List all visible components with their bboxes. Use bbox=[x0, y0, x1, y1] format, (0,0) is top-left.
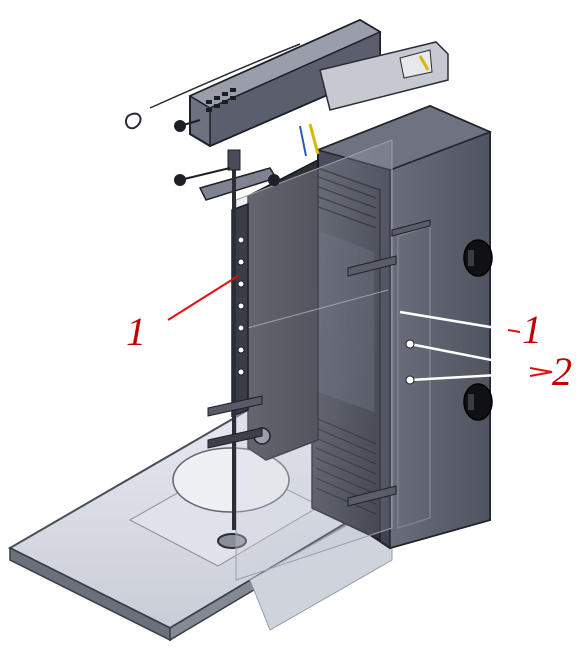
callout-label-2: 1 bbox=[522, 307, 542, 352]
motor-housing bbox=[125, 18, 449, 157]
leader-lines bbox=[167, 275, 553, 385]
skewer-icon bbox=[227, 149, 241, 530]
leader-line-1 bbox=[167, 275, 239, 321]
leader-line-2 bbox=[399, 310, 509, 332]
leader-line-3a bbox=[409, 342, 553, 374]
control-knobs bbox=[463, 239, 493, 421]
fork-arm bbox=[207, 427, 263, 449]
mounting-bars bbox=[347, 219, 431, 507]
callout-label-3: 2 bbox=[552, 349, 572, 394]
sensor-point-b bbox=[405, 375, 415, 385]
glass-guard bbox=[235, 139, 393, 581]
sensor-point-a bbox=[405, 339, 415, 349]
top-knobs bbox=[174, 119, 280, 186]
leader-line-3b bbox=[409, 370, 553, 382]
bracket-holes bbox=[237, 236, 245, 376]
callout-label-1: 1 bbox=[126, 309, 146, 354]
lower-fork bbox=[207, 395, 263, 417]
